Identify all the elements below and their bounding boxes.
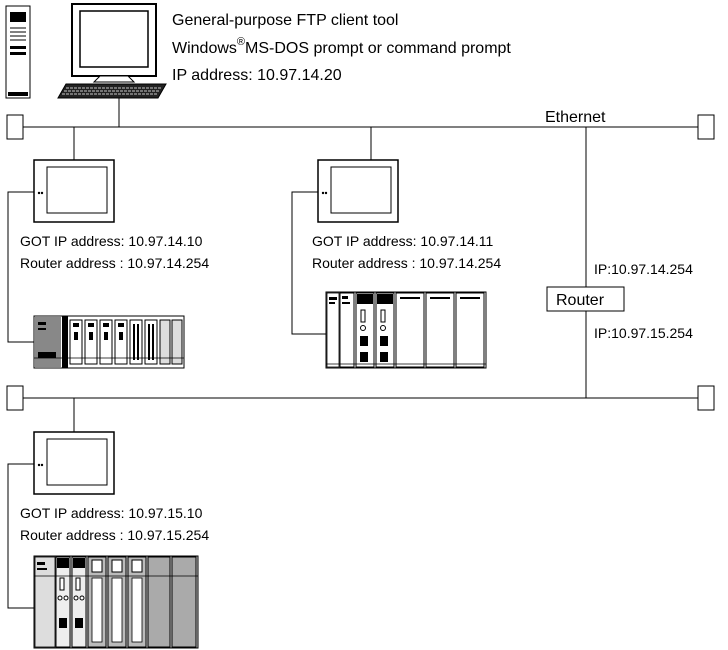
got3-panel-icon xyxy=(33,431,115,495)
router-ip-lower-label: IP:10.97.15.254 xyxy=(594,325,693,341)
plc3-rack-icon xyxy=(33,555,199,649)
pc-tool-label: General-purpose FTP client tool xyxy=(172,12,398,29)
router-ip-upper-label: IP:10.97.14.254 xyxy=(594,261,693,277)
got1-router-label: Router address : 10.97.14.254 xyxy=(20,255,209,271)
pc-computer-icon xyxy=(5,3,167,99)
lower-ethernet-bus xyxy=(6,385,715,432)
router-box xyxy=(546,286,625,312)
ethernet-label: Ethernet xyxy=(545,109,606,126)
plc2-rack-icon xyxy=(325,291,487,369)
got1-panel-icon xyxy=(33,159,115,223)
plc1-rack-icon xyxy=(33,315,185,369)
got3-router-label: Router address : 10.97.15.254 xyxy=(20,527,209,543)
got2-ip-label: GOT IP address: 10.97.14.11 xyxy=(312,233,494,249)
pc-ip-label: IP address: 10.97.14.20 xyxy=(172,67,342,84)
pc-os-label: Windows®MS-DOS prompt or command prompt xyxy=(172,36,511,57)
got2-panel-icon xyxy=(317,159,399,223)
upper-ethernet-bus xyxy=(6,98,715,398)
router-label: Router xyxy=(556,292,605,309)
got1-ip-label: GOT IP address: 10.97.14.10 xyxy=(20,233,203,249)
got2-router-label: Router address : 10.97.14.254 xyxy=(312,255,501,271)
got3-ip-label: GOT IP address: 10.97.15.10 xyxy=(20,505,203,521)
